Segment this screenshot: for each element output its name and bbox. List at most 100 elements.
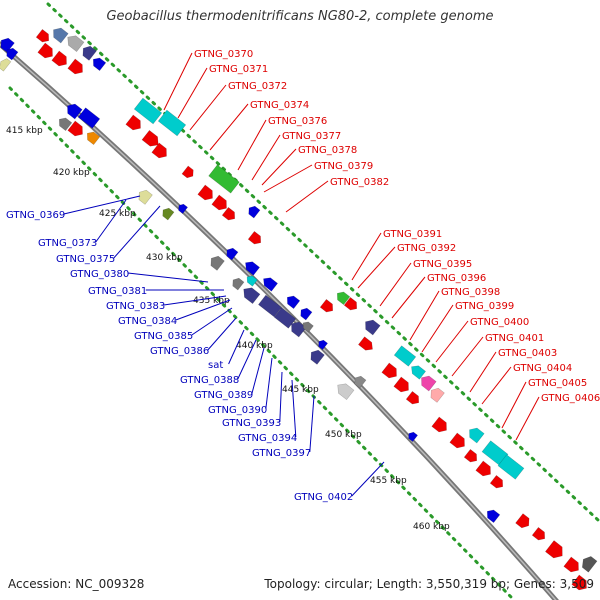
reverse-gene-label: GTNG_0381 [88, 286, 147, 297]
gene-feature [157, 109, 187, 137]
forward-gene-label: GTNG_0374 [250, 100, 309, 111]
topology-text: Topology: circular; Length: 3,550,319 bp… [264, 577, 594, 591]
forward-label-leader [391, 276, 426, 319]
reverse-label-leader [351, 461, 385, 497]
reverse-label-leader [127, 272, 209, 283]
gene-feature [247, 231, 261, 245]
reverse-gene-label: GTNG_0389 [194, 390, 253, 401]
gene-feature [0, 58, 12, 72]
forward-gene-label: GTNG_0401 [485, 333, 544, 344]
track-line-outer-forward [46, 2, 600, 522]
kbp-tick-label: 460 kbp [413, 522, 450, 532]
kbp-tick-label: 445 kbp [282, 385, 319, 395]
gene-feature [59, 117, 73, 131]
gene-feature [571, 574, 587, 591]
gene-feature [449, 432, 465, 449]
forward-gene-label: GTNG_0403 [498, 348, 557, 359]
reverse-label-leader [291, 379, 297, 438]
gene-feature [431, 416, 447, 433]
gene-feature [531, 527, 545, 541]
reverse-label-leader [279, 371, 283, 423]
forward-gene-label: GTNG_0400 [470, 317, 529, 328]
forward-gene-label: GTNG_0395 [413, 259, 472, 270]
kbp-tick-label: 430 kbp [146, 253, 183, 263]
reverse-gene-label: GTNG_0393 [222, 418, 281, 429]
gene-feature [263, 277, 278, 292]
gene-feature [354, 375, 367, 389]
forward-label-leader [285, 180, 329, 213]
reverse-label-leader [207, 317, 237, 351]
reverse-gene-label: GTNG_0402 [294, 492, 353, 503]
gene-feature [337, 383, 355, 401]
reverse-gene-label: sat [208, 360, 223, 371]
gene-feature [232, 277, 245, 291]
gene-feature [151, 142, 167, 159]
track-line-inner-reverse [8, 86, 514, 600]
reverse-label-leader [237, 339, 257, 380]
forward-label-leader [421, 304, 454, 353]
reverse-label-leader [265, 357, 273, 410]
forward-gene-label: GTNG_0372 [228, 81, 287, 92]
reverse-label-leader [228, 329, 245, 365]
gene-feature [310, 349, 325, 365]
gene-feature [221, 207, 235, 221]
gene-feature [67, 58, 83, 75]
reverse-gene-label: GTNG_0369 [6, 210, 65, 221]
reverse-gene-label: GTNG_0386 [150, 346, 209, 357]
gene-feature [181, 165, 194, 179]
forward-label-leader [261, 148, 297, 186]
forward-gene-label: GTNG_0371 [209, 64, 268, 75]
gene-feature [411, 365, 426, 380]
forward-gene-label: GTNG_0406 [541, 393, 600, 404]
kbp-tick-label: 420 kbp [53, 168, 90, 178]
forward-label-leader [379, 262, 412, 307]
gene-feature [393, 345, 417, 367]
kbp-tick-label: 450 kbp [325, 430, 362, 440]
reverse-label-leader [113, 205, 161, 259]
forward-label-leader [209, 103, 249, 151]
gene-feature [337, 291, 351, 305]
gene-feature [210, 255, 225, 271]
gene-feature [563, 556, 579, 573]
forward-gene-label: GTNG_0382 [330, 177, 389, 188]
forward-gene-label: GTNG_0405 [528, 378, 587, 389]
forward-label-leader [435, 320, 469, 363]
gene-feature [51, 50, 67, 67]
reverse-gene-label: GTNG_0388 [180, 375, 239, 386]
reverse-gene-label: GTNG_0383 [106, 301, 165, 312]
gene-feature [318, 339, 328, 350]
gene-feature [53, 27, 69, 44]
gene-feature [245, 261, 260, 276]
gene-feature [421, 375, 437, 392]
gene-feature [82, 45, 97, 61]
gene-feature [67, 120, 83, 137]
gene-feature [405, 391, 419, 405]
reverse-gene-label: GTNG_0375 [56, 254, 115, 265]
reverse-gene-label: GTNG_0385 [134, 331, 193, 342]
map-title: Geobacillus thermodenitrificans NG80-2, … [106, 9, 494, 24]
forward-gene-label: GTNG_0399 [455, 301, 514, 312]
forward-label-leader [163, 52, 193, 111]
gene-feature [197, 184, 213, 201]
gene-feature [582, 556, 598, 573]
gene-feature [67, 35, 85, 53]
gene-feature [381, 362, 397, 379]
forward-label-leader [357, 246, 396, 289]
gene-feature [393, 376, 409, 393]
reverse-gene-label: GTNG_0397 [252, 448, 311, 459]
kbp-tick-label: 425 kbp [99, 209, 136, 219]
gene-feature [141, 129, 159, 147]
forward-label-leader [481, 366, 512, 405]
forward-label-leader [237, 119, 267, 171]
forward-label-leader [451, 336, 484, 377]
reverse-label-leader [63, 195, 141, 215]
forward-gene-label: GTNG_0404 [513, 363, 572, 374]
gene-feature [87, 131, 101, 145]
forward-gene-label: GTNG_0377 [282, 131, 341, 142]
gene-feature [300, 307, 313, 321]
gene-feature [273, 307, 297, 329]
gene-feature [302, 321, 314, 333]
forward-label-leader [409, 290, 440, 341]
